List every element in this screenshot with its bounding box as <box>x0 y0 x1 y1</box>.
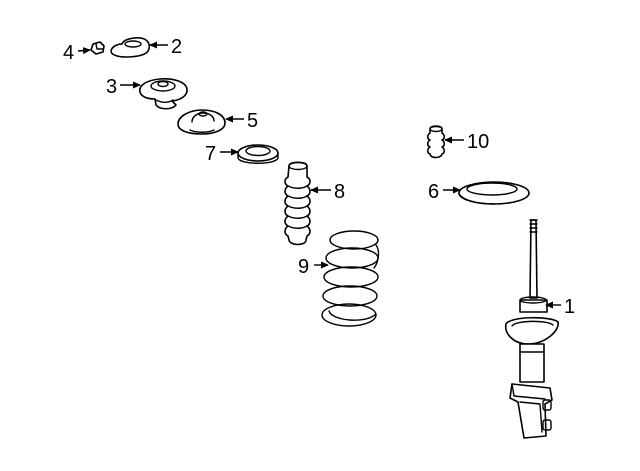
part-3-strut-mount <box>138 78 188 110</box>
part-4-nut <box>90 41 105 55</box>
callout-4: 4 <box>63 42 74 64</box>
callout-5: 5 <box>247 110 258 132</box>
callout-2: 2 <box>171 36 182 58</box>
part-1-strut-assembly <box>504 219 559 439</box>
callout-1: 1 <box>564 296 575 318</box>
callout-3: 3 <box>106 76 117 98</box>
part-2-upper-plate <box>110 37 151 58</box>
callout-leaders <box>77 41 561 309</box>
part-8-dust-boot <box>284 161 311 246</box>
part-9-coil-spring <box>321 230 380 327</box>
part-10-bump-stop <box>426 125 446 159</box>
callout-7: 7 <box>205 143 216 165</box>
callout-9: 9 <box>298 256 309 278</box>
part-5-mount-insulator <box>177 109 226 135</box>
leader-4 <box>77 47 91 55</box>
part-6-spring-seat <box>458 181 530 205</box>
part-7-bearing-ring <box>237 144 279 164</box>
callout-10: 10 <box>467 131 489 153</box>
callout-labels: 4 2 3 5 7 8 9 10 6 1 <box>63 36 575 318</box>
callout-8: 8 <box>334 181 345 203</box>
callout-6: 6 <box>428 181 439 203</box>
